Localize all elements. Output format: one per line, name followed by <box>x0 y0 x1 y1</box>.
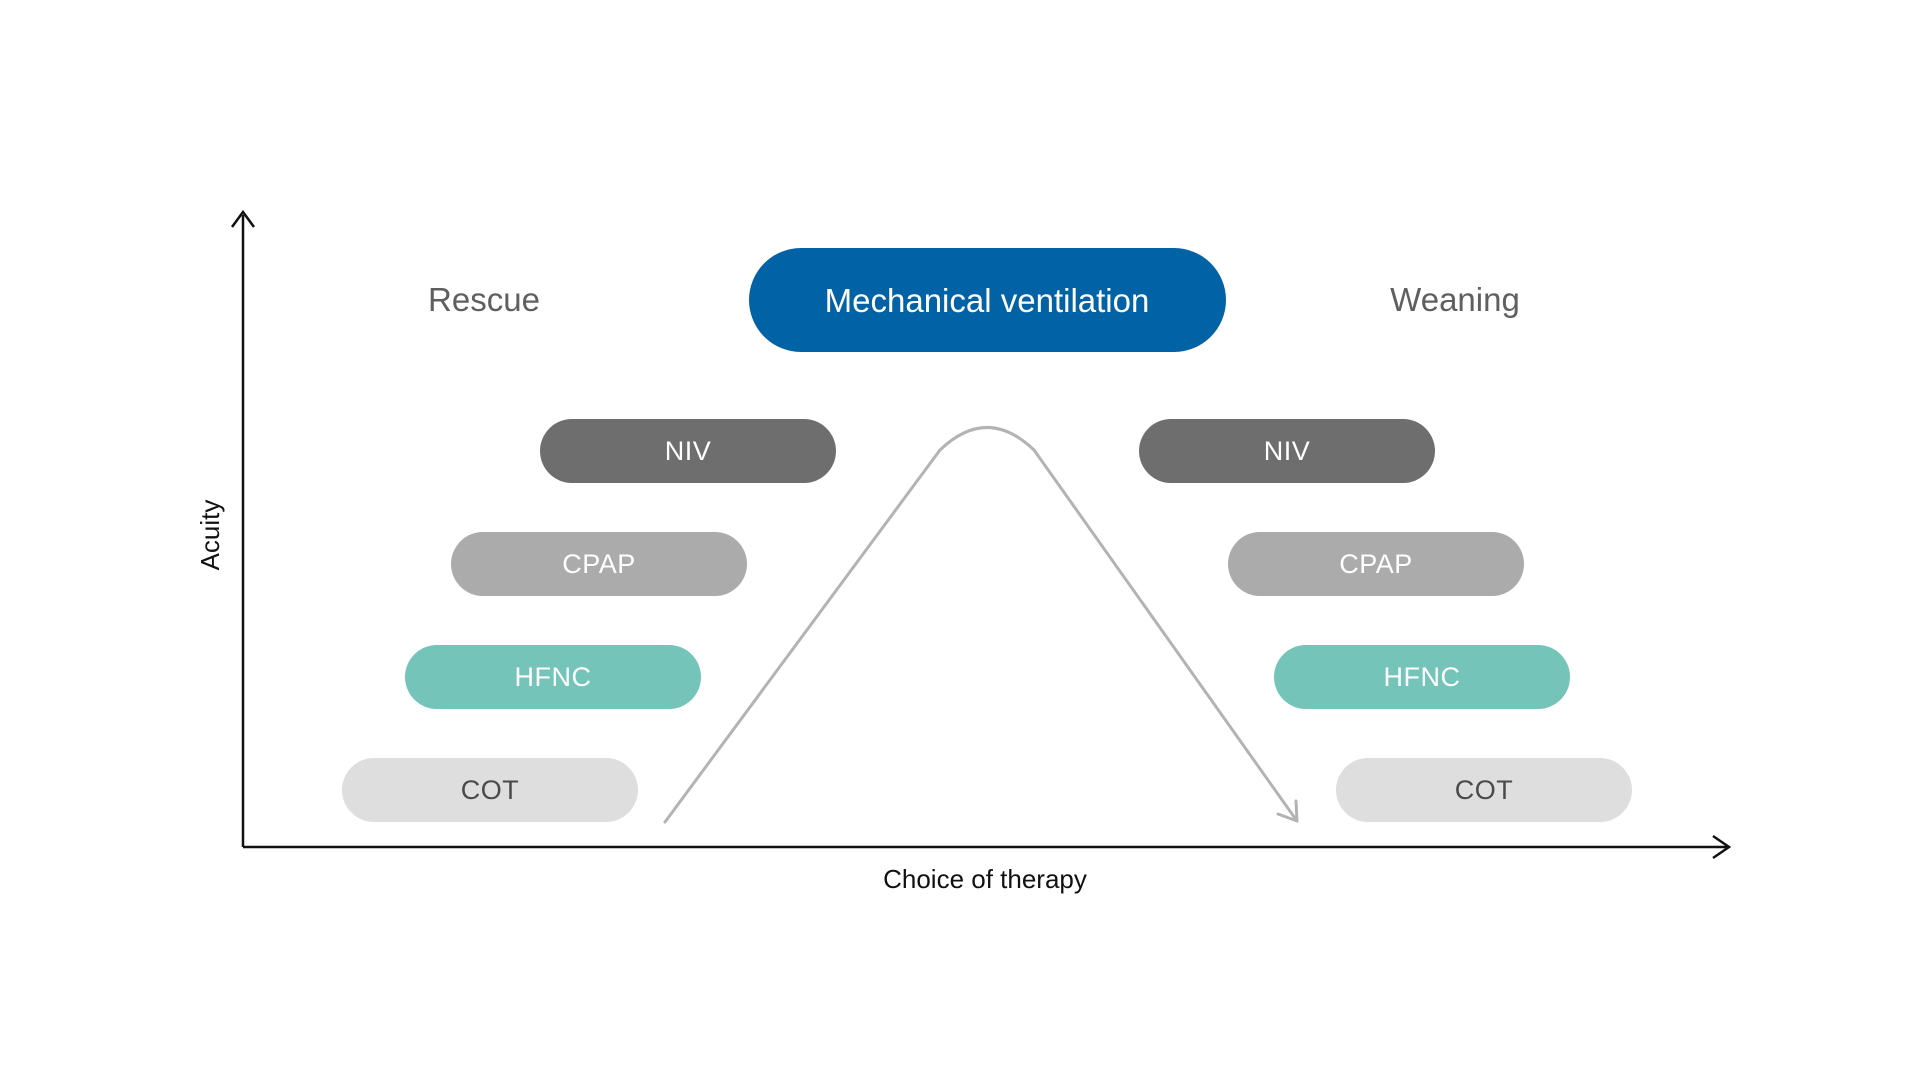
rescue-steps: NIV CPAP HFNC COT <box>342 419 836 822</box>
rescue-cot-label: COT <box>461 775 520 805</box>
rescue-cpap-label: CPAP <box>562 549 636 579</box>
rescue-cot-pill <box>342 758 638 822</box>
weaning-step-hfnc: HFNC <box>1274 645 1570 709</box>
rescue-hfnc-label: HFNC <box>515 662 592 692</box>
trajectory-arrowhead <box>1276 799 1299 823</box>
mechanical-ventilation-node: Mechanical ventilation <box>749 248 1226 352</box>
rescue-step-cot: COT <box>342 758 638 822</box>
weaning-niv-label: NIV <box>1264 436 1311 466</box>
y-axis-arrowhead <box>230 209 256 228</box>
mechanical-ventilation-label: Mechanical ventilation <box>825 282 1150 319</box>
rescue-cpap-pill <box>451 532 747 596</box>
weaning-step-cpap: CPAP <box>1228 532 1524 596</box>
rescue-step-cpap: CPAP <box>451 532 747 596</box>
weaning-cpap-pill <box>1228 532 1524 596</box>
y-axis-title: Acuity <box>195 500 225 571</box>
rescue-step-hfnc: HFNC <box>405 645 701 709</box>
weaning-cot-pill <box>1336 758 1632 822</box>
trajectory-curve <box>663 426 1299 824</box>
weaning-hfnc-label: HFNC <box>1384 662 1461 692</box>
weaning-niv-pill <box>1139 419 1435 483</box>
acuity-trajectory <box>663 426 1299 824</box>
rescue-niv-label: NIV <box>665 436 712 466</box>
weaning-cpap-label: CPAP <box>1339 549 1413 579</box>
weaning-cot-label: COT <box>1455 775 1514 805</box>
rescue-step-niv: NIV <box>540 419 836 483</box>
x-axis-arrowhead <box>1712 834 1732 860</box>
weaning-step-niv: NIV <box>1139 419 1435 483</box>
axes <box>230 209 1732 860</box>
mechanical-ventilation-pill <box>749 248 1226 352</box>
phase-label-rescue: Rescue <box>428 281 540 318</box>
weaning-step-cot: COT <box>1336 758 1632 822</box>
phase-label-weaning: Weaning <box>1390 281 1520 318</box>
rescue-hfnc-pill <box>405 645 701 709</box>
rescue-niv-pill <box>540 419 836 483</box>
x-axis-title: Choice of therapy <box>883 864 1087 894</box>
weaning-steps: NIV CPAP HFNC COT <box>1139 419 1632 822</box>
weaning-hfnc-pill <box>1274 645 1570 709</box>
